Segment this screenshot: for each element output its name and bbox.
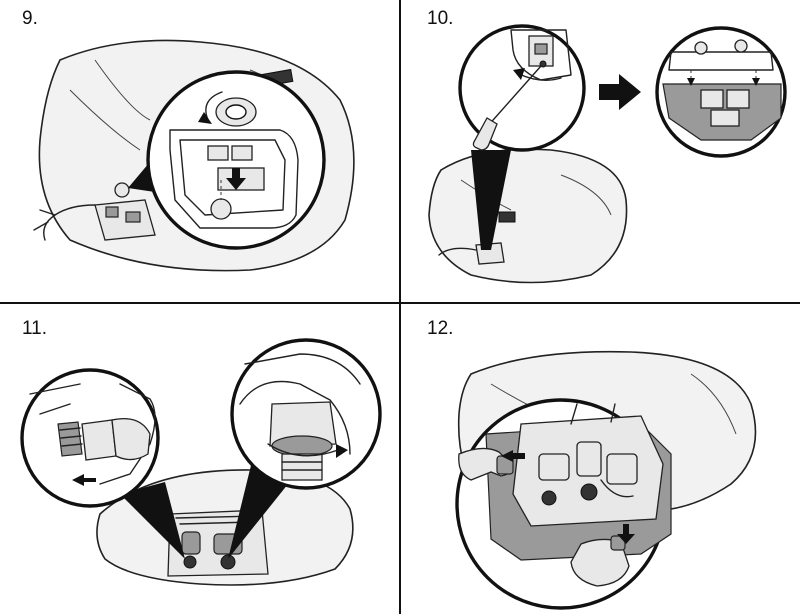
vertical-divider [399,0,401,614]
step-11-illustration [20,338,382,586]
hand-right [570,538,630,587]
threaded-cap [57,421,83,457]
step-12-illustration [455,350,757,610]
power-cable [438,247,477,256]
panel-step-12: 12. [401,304,800,614]
magnifier-9 [146,70,326,250]
down-arrow [617,524,635,544]
step-number-11: 11. [22,318,48,339]
step-number-12: 12. [427,318,454,339]
panel-step-11: 11. [0,304,399,614]
zoom-beam [471,150,511,250]
rotate-arrow [267,443,339,457]
left-arrow [501,450,525,462]
small-cap [114,182,130,198]
filter-housing-small [94,199,156,241]
magnifier-12 [455,398,672,610]
panel-step-10: 10. [401,0,800,302]
zoom-beam-left [120,482,185,559]
magnifier-11-left [20,368,160,508]
screwdriver [485,65,542,129]
horizontal-divider [0,302,800,304]
step-9-illustration [33,39,355,272]
filter-cap [210,198,232,220]
thread-base [281,453,323,481]
left-arrow [72,474,96,486]
step-10-illustration [428,24,787,284]
magnifier-10-left [458,24,586,152]
right-arrow [599,74,641,110]
magnifier-10-right [655,26,787,158]
handle-slot [498,211,516,223]
magnifier-11-right [230,338,382,490]
screw [539,60,547,68]
step-number-9: 9. [22,8,38,29]
machine-cover [428,148,628,284]
down-arrow [226,168,246,190]
step-number-10: 10. [427,8,454,29]
rotate-arrow [518,73,562,81]
pump-cylinder [576,441,602,477]
panel-step-9: 9. [0,0,399,302]
ring-nut [271,435,333,457]
